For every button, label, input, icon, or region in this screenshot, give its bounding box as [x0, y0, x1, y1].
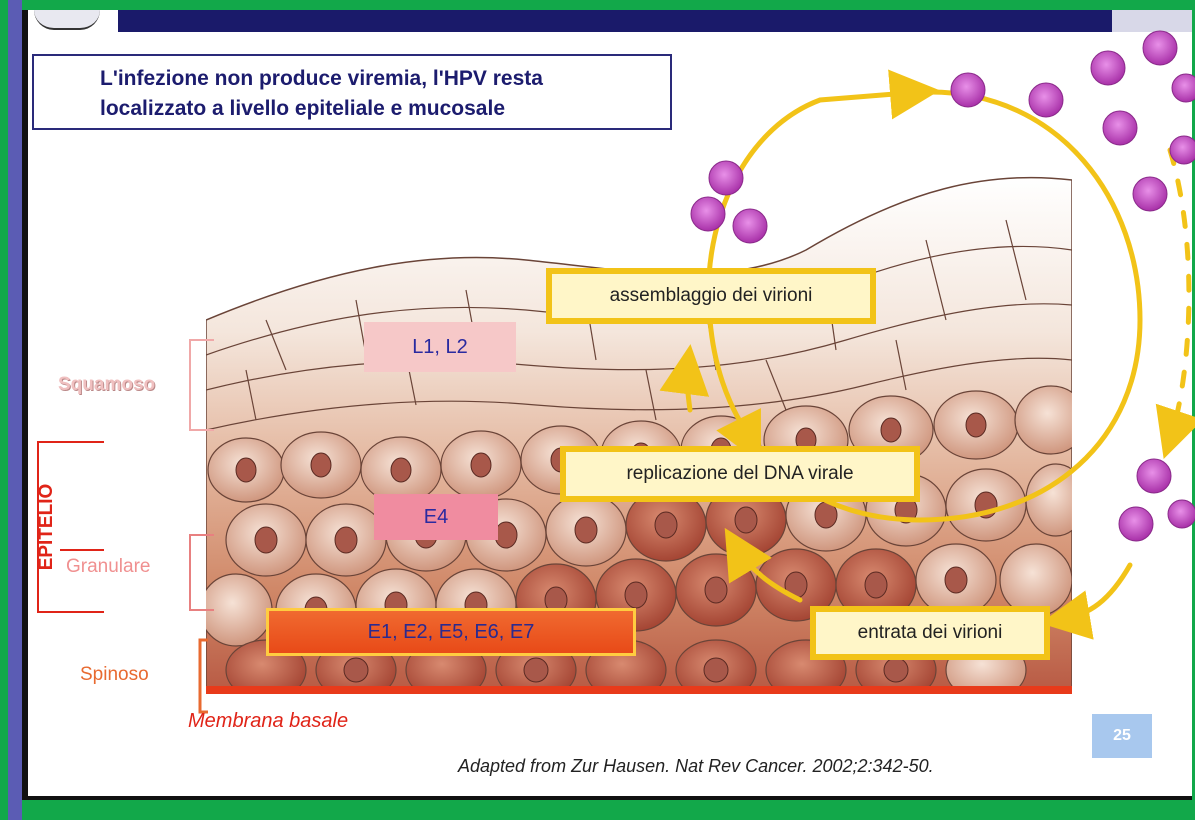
- replication-to-assembly-arrow: [687, 364, 690, 410]
- virion: [1137, 459, 1171, 493]
- page-number: 25: [1092, 714, 1152, 758]
- virion: [1133, 177, 1167, 211]
- virion: [1103, 111, 1137, 145]
- basal-membrane-label: Membrana basale: [188, 710, 348, 733]
- virion: [1172, 74, 1195, 102]
- assembly-step-label: assemblaggio dei virioni: [546, 268, 876, 324]
- virion: [1029, 83, 1063, 117]
- virion: [733, 209, 767, 243]
- virion: [1168, 500, 1195, 528]
- basal-membrane: [206, 686, 1072, 694]
- entry-arrow: [1060, 565, 1130, 620]
- replication-step-label: replicazione del DNA virale: [560, 446, 920, 502]
- entry-to-replication-arrow: [735, 545, 800, 600]
- entry-step-label: entrata dei virioni: [810, 606, 1050, 660]
- virion: [709, 161, 743, 195]
- cycle-arrows: [687, 92, 1189, 620]
- citation: Adapted from Zur Hausen. Nat Rev Cancer.…: [458, 756, 934, 777]
- virion: [1091, 51, 1125, 85]
- virion: [1170, 136, 1195, 164]
- virion: [1143, 31, 1177, 65]
- virion: [691, 197, 725, 231]
- replication-down-arrow: [745, 432, 752, 446]
- virion: [1119, 507, 1153, 541]
- outer-right-arrow: [1170, 150, 1189, 440]
- virion: [951, 73, 985, 107]
